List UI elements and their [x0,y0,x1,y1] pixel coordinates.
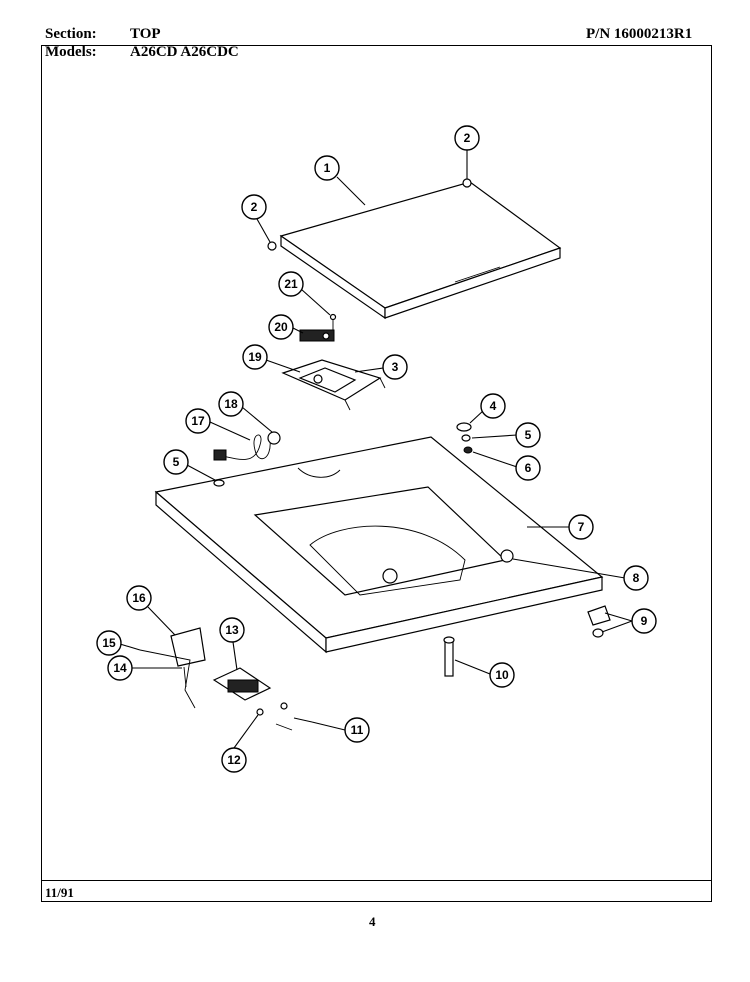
svg-text:9: 9 [641,614,648,628]
callout-14: 14 [107,655,133,681]
hinge-bracket-part [281,359,386,411]
callout-2: 2 [454,125,480,151]
leader-line [472,451,518,468]
top-cover-part [279,181,562,320]
callout-3: 3 [382,354,408,380]
leader-line [265,359,301,373]
leader-line [147,606,176,636]
svg-text:7: 7 [578,520,585,534]
leader-line [186,464,216,481]
power-cord-part [213,431,281,461]
svg-text:15: 15 [102,636,116,650]
nut-part [456,422,472,432]
svg-text:4: 4 [490,399,497,413]
lid-switch-part [299,329,335,342]
callout-1: 1 [314,155,340,181]
leader-line [311,721,346,731]
svg-text:8: 8 [633,571,640,585]
leader-line [119,643,141,651]
models-label: Models: [45,44,97,60]
screw-part [461,434,471,442]
svg-text:1: 1 [324,161,331,175]
svg-text:2: 2 [251,200,258,214]
section-label: Section: [45,26,97,42]
callout-8: 8 [623,565,649,591]
leader-line [241,406,273,433]
leader-line [354,367,384,373]
svg-text:14: 14 [113,661,127,675]
diagram-frame [41,45,712,902]
bumper-part [500,549,514,563]
callout-7: 7 [568,514,594,540]
svg-text:13: 13 [225,623,239,637]
callout-13: 13 [219,617,245,643]
callout-20: 20 [268,314,294,340]
leader-line [471,434,518,439]
spring-part [183,666,187,688]
leader-line [256,218,271,243]
svg-text:5: 5 [173,455,180,469]
screw-part [293,717,313,723]
callout-6: 6 [515,455,541,481]
leader-line [454,659,491,675]
leader-line [232,641,238,671]
svg-text:5: 5 [525,428,532,442]
callout-10: 10 [489,662,515,688]
callout-16: 16 [126,585,152,611]
models-value: A26CD A26CDC [130,44,239,60]
leader-line [233,714,259,749]
callout-15: 15 [96,630,122,656]
svg-text:3: 3 [392,360,399,374]
callout-18: 18 [218,391,244,417]
leader-line [601,612,633,633]
svg-text:19: 19 [248,350,262,364]
svg-text:12: 12 [227,753,241,767]
washer-part [463,446,473,454]
clip-part [587,605,611,638]
leader-line [292,327,304,334]
washer-part [256,708,264,716]
page-number: 4 [369,914,376,929]
cabinet-top-part [154,436,604,654]
leader-line [336,176,366,206]
callout-5: 5 [515,422,541,448]
callout-19: 19 [242,344,268,370]
svg-text:2: 2 [464,131,471,145]
switch-bracket-part [139,627,206,709]
callout-4: 4 [480,393,506,419]
agitator-cap-part [382,568,398,584]
section-value: TOP [130,26,161,42]
callout-9: 9 [631,608,657,634]
callout-11: 11 [344,717,370,743]
footer-divider [41,880,712,881]
callout-17: 17 [185,408,211,434]
screw-head-part [329,313,337,321]
leader-line [300,288,331,316]
svg-text:11: 11 [351,723,364,737]
svg-text:16: 16 [132,591,146,605]
callout-2: 2 [241,194,267,220]
svg-text:17: 17 [191,414,205,428]
revision-date: 11/91 [45,885,74,900]
leader-line [469,409,485,424]
bumper-part [267,241,277,251]
part-number: P/N 16000213R1 [586,26,693,42]
bumper-part [462,178,472,188]
screw-part [275,723,293,731]
hinge-pin-part [443,636,455,677]
leader-line [209,421,251,441]
svg-text:6: 6 [525,461,532,475]
svg-text:21: 21 [284,277,298,291]
svg-text:18: 18 [224,397,238,411]
switch-part [212,667,272,701]
callout-12: 12 [221,747,247,773]
leader-line [512,558,626,579]
screw-part [213,479,225,487]
svg-text:10: 10 [495,668,509,682]
washer-part [280,702,288,710]
callout-5: 5 [163,449,189,475]
callout-21: 21 [278,271,304,297]
svg-text:20: 20 [274,320,288,334]
